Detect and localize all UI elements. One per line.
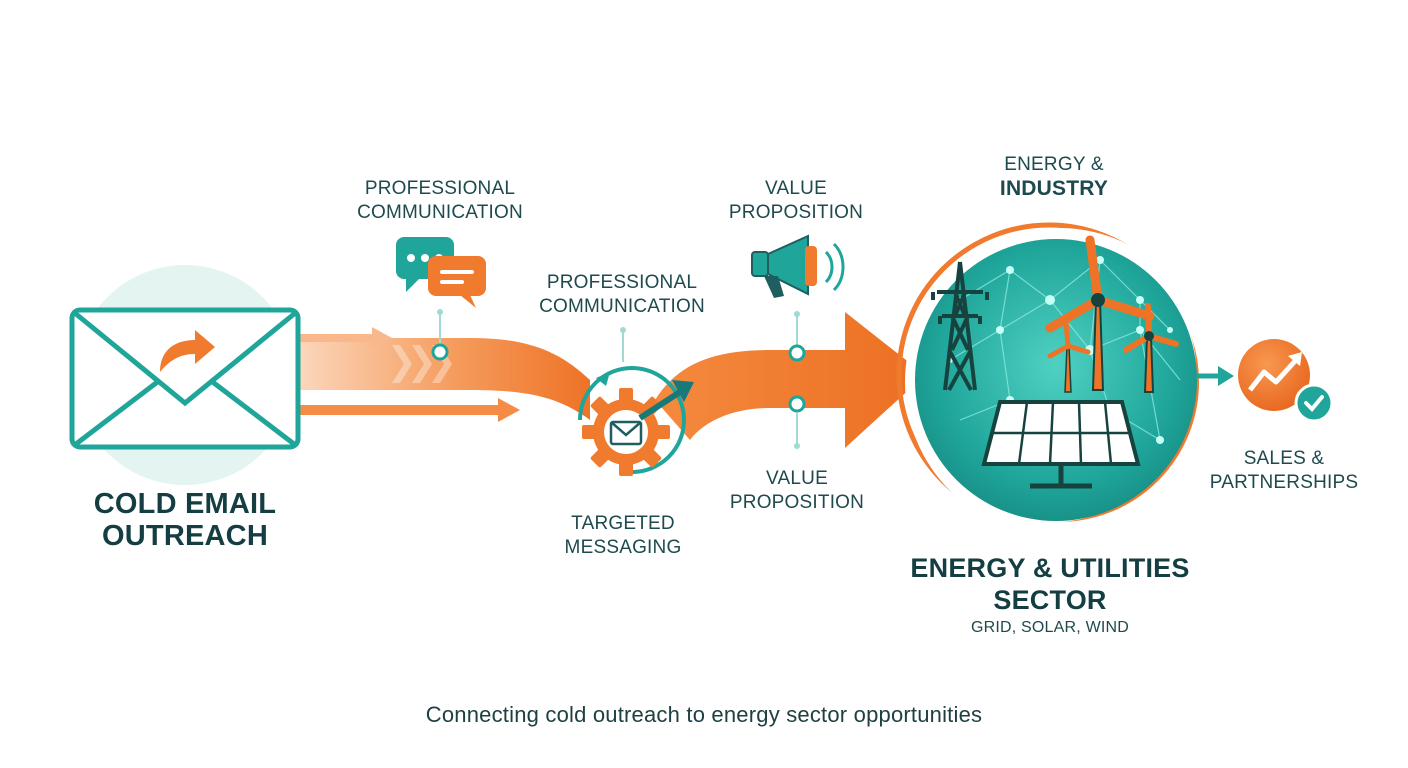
flow-band-right bbox=[655, 312, 925, 448]
megaphone-icon bbox=[751, 234, 845, 298]
transmission-tower-icon bbox=[931, 261, 989, 391]
connector-prof-comm-mid bbox=[620, 327, 626, 362]
label-sales-partnerships: SALES & PARTNERSHIPS bbox=[1200, 447, 1368, 495]
label-line: PROPOSITION bbox=[729, 492, 865, 513]
connector-prof-comm-top bbox=[431, 309, 449, 361]
label-line: VALUE bbox=[765, 178, 827, 199]
label-line: PARTNERSHIPS bbox=[1209, 472, 1359, 493]
chat-bubbles-icon bbox=[396, 237, 486, 308]
connector-value-prop-top bbox=[788, 311, 806, 362]
label-professional-communication-top: PROFESSIONAL COMMUNICATION bbox=[344, 177, 536, 225]
label-grid-solar-wind: GRID, SOLAR, WIND bbox=[940, 619, 1160, 637]
label-line: ENERGY & bbox=[1004, 154, 1104, 175]
label-line: OUTREACH bbox=[102, 520, 268, 552]
connector-value-prop-bottom bbox=[788, 395, 806, 449]
envelope-icon bbox=[69, 265, 301, 485]
solar-panel-icon bbox=[981, 400, 1141, 489]
wind-turbine-icon bbox=[1045, 235, 1179, 393]
label-line: COMMUNICATION bbox=[539, 296, 705, 317]
label-professional-communication-mid: PROFESSIONAL COMMUNICATION bbox=[526, 271, 718, 319]
label-line: TARGETED bbox=[571, 513, 675, 534]
label-line: PROFESSIONAL bbox=[364, 178, 516, 199]
label-line: SALES & bbox=[1243, 448, 1325, 469]
caption: Connecting cold outreach to energy secto… bbox=[425, 702, 983, 727]
label-line: ENERGY & UTILITIES bbox=[910, 553, 1190, 583]
checkmark-icon bbox=[1294, 383, 1334, 423]
label-energy-industry: ENERGY & INDUSTRY bbox=[974, 153, 1134, 201]
label-line: VALUE bbox=[766, 468, 828, 489]
label-line: COLD EMAIL bbox=[93, 488, 277, 520]
label-value-proposition-bottom: VALUE PROPOSITION bbox=[711, 467, 883, 515]
label-line: GRID, SOLAR, WIND bbox=[970, 619, 1130, 636]
gear-icon bbox=[578, 366, 694, 476]
label-line: PROFESSIONAL bbox=[546, 272, 698, 293]
label-line: COMMUNICATION bbox=[357, 202, 523, 223]
label-line: MESSAGING bbox=[564, 537, 682, 558]
label-line: PROPOSITION bbox=[728, 202, 864, 223]
label-energy-utilities-sector: ENERGY & UTILITIES SECTOR bbox=[900, 552, 1200, 616]
label-line: SECTOR bbox=[993, 585, 1107, 615]
label-value-proposition-top: VALUE PROPOSITION bbox=[710, 177, 882, 225]
label-cold-email-outreach: COLD EMAIL OUTREACH bbox=[60, 488, 310, 552]
growth-chart-icon bbox=[1238, 339, 1310, 411]
flow-band-left bbox=[300, 327, 590, 422]
arrow-to-sales bbox=[1196, 366, 1234, 386]
label-line-bold: INDUSTRY bbox=[999, 177, 1109, 200]
label-targeted-messaging: TARGETED MESSAGING bbox=[540, 512, 706, 560]
